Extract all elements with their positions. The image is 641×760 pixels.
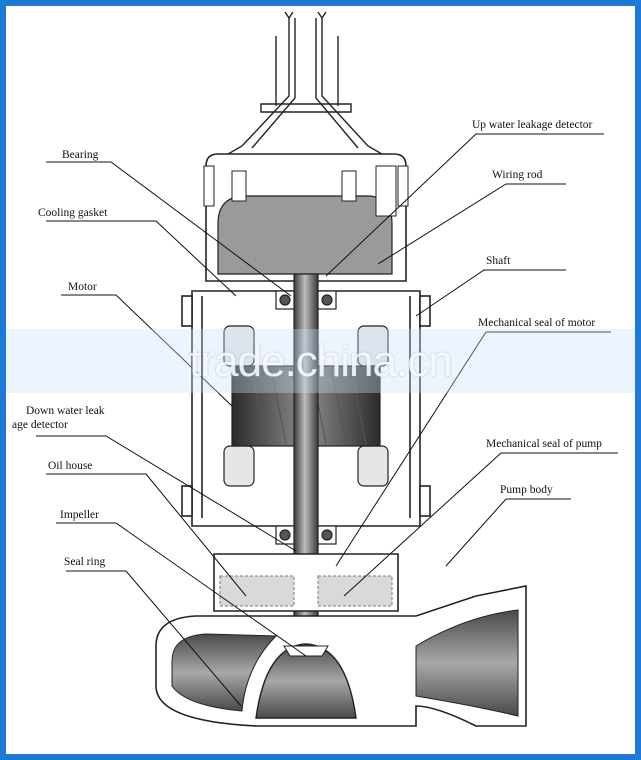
label-shaft: Shaft: [486, 255, 511, 267]
oil-house: [213, 553, 399, 612]
label-seal-ring: Seal ring: [64, 556, 106, 568]
label-mech-seal-motor: Mechanical seal of motor: [478, 317, 596, 329]
cooling-cap: [203, 153, 409, 282]
label-mech-seal-pump: Mechanical seal of pump: [486, 438, 602, 450]
label-cooling-gasket: Cooling gasket: [38, 207, 108, 219]
bearings: [275, 290, 337, 545]
impeller-hub: [283, 645, 329, 657]
leader-lines: [36, 133, 618, 707]
label-impeller: Impeller: [60, 509, 99, 521]
label-oil-house: Oil house: [48, 460, 93, 472]
label-up-leak: Up water leakage detector: [472, 119, 593, 131]
stator-coils: [223, 325, 389, 487]
impeller: [255, 643, 357, 719]
watermark-text: trade.china.cn: [189, 337, 452, 386]
label-bearing: Bearing: [62, 149, 99, 161]
label-wiring-rod: Wiring rod: [492, 169, 543, 181]
cable-lines: [215, 11, 395, 162]
label-motor: Motor: [68, 281, 97, 293]
label-pump-body: Pump body: [500, 484, 553, 496]
pump-body: [155, 585, 527, 727]
watermark-band: trade.china.cn: [6, 329, 635, 393]
pump-cross-section: [36, 11, 618, 727]
label-down-leak-2: age detector: [12, 419, 68, 431]
label-down-leak-1: Down water leak: [26, 405, 105, 417]
